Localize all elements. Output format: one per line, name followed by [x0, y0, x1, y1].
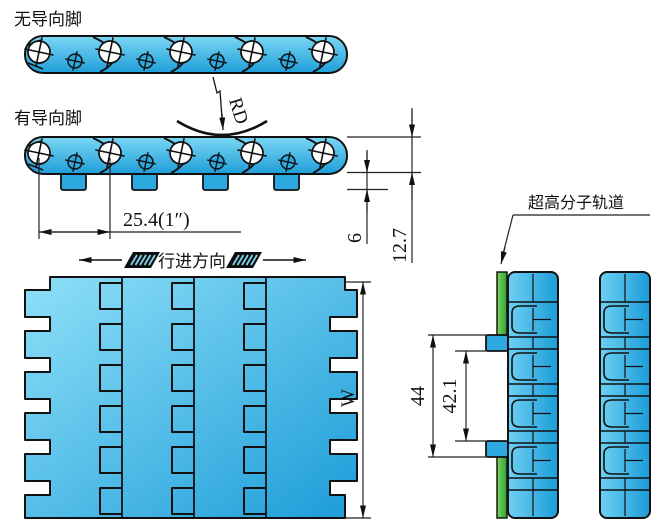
- dim-track-inner: 42.1: [439, 351, 469, 441]
- dim-thickness-group: 6 12.7: [344, 108, 421, 263]
- chain-side-view-with-feet: [20, 134, 348, 191]
- dim-track-group: 44 42.1: [407, 334, 490, 458]
- rd-label: RD: [224, 95, 252, 126]
- back-flex-radius-callout: RD: [176, 76, 268, 137]
- track-label: 超高分子轨道: [528, 194, 624, 212]
- extension-lines: [347, 136, 421, 191]
- dim-belt-width: W: [338, 281, 371, 519]
- label-with-guide-feet: 有导向脚: [14, 109, 82, 128]
- belt-width-value: W: [338, 389, 359, 407]
- track-callout: 超高分子轨道: [500, 194, 650, 265]
- belt-hatch-symbol-left: [124, 252, 160, 268]
- dim-track-outer: 44: [407, 335, 436, 457]
- track-inner-value: 42.1: [439, 379, 461, 414]
- uhmw-track-bottom-segment: [496, 456, 508, 519]
- rd-arc: [176, 119, 268, 137]
- dim-pitch: 25.4(1″): [38, 158, 241, 239]
- belt-thickness-value: 12.7: [389, 228, 411, 263]
- belt-plan-view: [24, 276, 358, 519]
- end-view-with-track: [485, 271, 559, 519]
- guide-feet: [60, 172, 300, 191]
- rd-leader-arrow: [219, 113, 226, 131]
- end-view-plain: [599, 271, 651, 519]
- extension-lines: [38, 158, 111, 239]
- belt-hatch-symbol-right: [226, 252, 262, 268]
- guide-foot-tab-top: [485, 334, 509, 352]
- foot-height-value: 6: [344, 233, 366, 243]
- travel-direction-label: 行进方向: [158, 252, 226, 271]
- track-leader-arrow: [500, 246, 507, 265]
- chain-side-view-no-feet: [20, 33, 348, 74]
- extension-lines: [345, 281, 371, 519]
- dim-belt-thickness: 12.7: [389, 108, 415, 263]
- dim-foot-height: 6: [344, 150, 370, 244]
- uhmw-track-top-segment: [496, 271, 508, 336]
- travel-direction: 行进方向: [79, 252, 306, 271]
- label-no-guide-feet: 无导向脚: [14, 10, 82, 29]
- guide-foot-tab-bottom: [485, 440, 509, 458]
- pitch-value: 25.4(1″): [123, 209, 190, 231]
- rd-leader-line: [212, 76, 223, 119]
- belt-outline: [24, 276, 358, 519]
- module-seams: [99, 277, 267, 518]
- extension-lines: [428, 334, 490, 458]
- track-outer-value: 44: [407, 386, 429, 406]
